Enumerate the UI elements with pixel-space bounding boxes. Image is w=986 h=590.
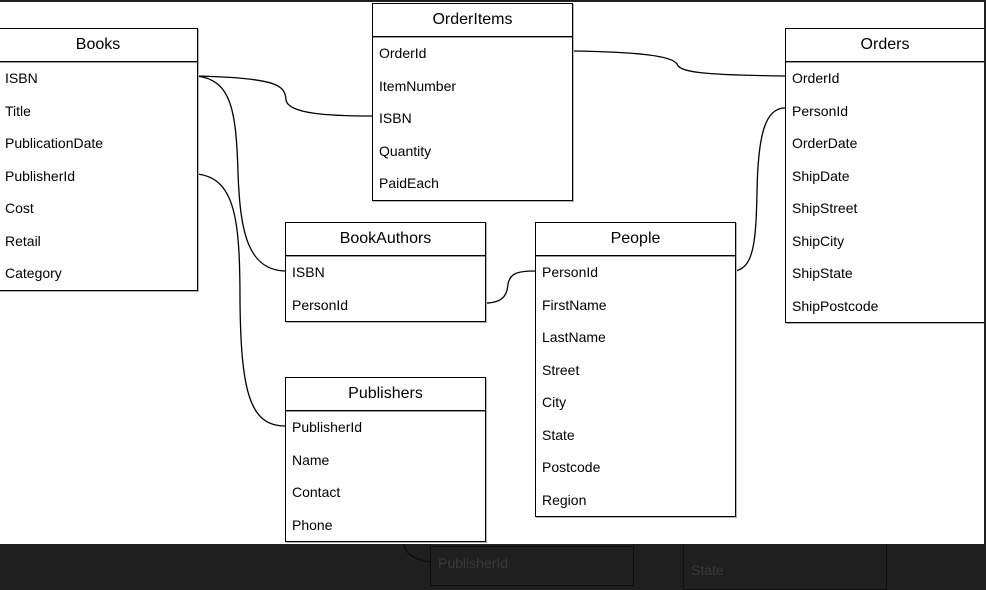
field-isbn[interactable]: ISBN: [5, 70, 38, 86]
field-personid[interactable]: PersonId: [792, 102, 849, 119]
entity-publishers[interactable]: Publishers PublisherId Name Contact Phon…: [285, 377, 486, 542]
field-isbn[interactable]: ISBN: [292, 264, 325, 280]
entity-orders[interactable]: Orders OrderId PersonId OrderDate ShipDa…: [785, 28, 984, 323]
field-firstname[interactable]: FirstName: [542, 296, 607, 313]
connector-orderitems-orderid-orders-orderid[interactable]: [571, 50, 786, 77]
connector-bookauthors-personid-people-personid[interactable]: [484, 270, 536, 304]
connector-people-personid-orders-personid[interactable]: [734, 107, 786, 272]
entity-title[interactable]: Books: [0, 29, 197, 62]
field-shippostcode[interactable]: ShipPostcode: [792, 297, 879, 314]
underlay-connector: [403, 543, 431, 563]
field-title[interactable]: Title: [5, 102, 31, 119]
field-state[interactable]: State: [542, 426, 575, 443]
field-itemnumber[interactable]: ItemNumber: [379, 77, 457, 94]
field-category[interactable]: Category: [5, 265, 62, 281]
entity-title[interactable]: Orders: [786, 29, 984, 62]
field-cost[interactable]: Cost: [5, 200, 34, 216]
field-orderid[interactable]: OrderId: [792, 70, 840, 86]
field-personid[interactable]: PersonId: [292, 296, 349, 313]
field-orderdate[interactable]: OrderDate: [792, 135, 858, 151]
field-postcode[interactable]: Postcode: [542, 459, 601, 475]
field-phone[interactable]: Phone: [292, 516, 333, 533]
field-region[interactable]: Region: [542, 491, 587, 508]
field-city[interactable]: City: [542, 394, 567, 410]
entity-title[interactable]: People: [536, 223, 735, 256]
entity-title[interactable]: Publishers: [286, 378, 485, 411]
entity-bookauthors[interactable]: BookAuthors ISBN PersonId: [285, 222, 486, 322]
entity-people[interactable]: People PersonId FirstName LastName Stree…: [535, 222, 736, 517]
field-shipcity[interactable]: ShipCity: [792, 232, 845, 249]
field-contact[interactable]: Contact: [292, 484, 341, 500]
connector-books-isbn-bookauthors-isbn[interactable]: [196, 75, 286, 272]
field-publisherid[interactable]: PublisherId: [5, 167, 76, 184]
field-paideach[interactable]: PaidEach: [379, 175, 439, 191]
field-name[interactable]: Name: [292, 451, 330, 468]
field-lastname[interactable]: LastName: [542, 329, 606, 345]
entity-books[interactable]: Books ISBN Title PublicationDate Publish…: [0, 28, 198, 291]
field-personid[interactable]: PersonId: [542, 264, 599, 280]
field-retail[interactable]: Retail: [5, 232, 41, 249]
field-isbn[interactable]: ISBN: [379, 110, 412, 126]
connector-books-isbn-orderitems-isbn[interactable]: [196, 75, 373, 117]
underlay-text: PublisherId: [438, 555, 509, 571]
field-shipdate[interactable]: ShipDate: [792, 167, 850, 184]
field-quantity[interactable]: Quantity: [379, 142, 432, 159]
entity-orderitems[interactable]: OrderItems OrderId ItemNumber ISBN Quant…: [372, 3, 573, 201]
entity-title[interactable]: BookAuthors: [286, 223, 485, 256]
field-publicationdate[interactable]: PublicationDate: [5, 135, 104, 151]
field-shipstate[interactable]: ShipState: [792, 265, 853, 281]
field-shipstreet[interactable]: ShipStreet: [792, 200, 858, 216]
connector-books-publisherid-publishers-publisherid[interactable]: [196, 173, 286, 427]
diagram-canvas[interactable]: Books ISBN Title PublicationDate Publish…: [0, 2, 984, 544]
field-street[interactable]: Street: [542, 361, 580, 378]
entity-title[interactable]: OrderItems: [373, 4, 572, 37]
field-orderid[interactable]: OrderId: [379, 45, 427, 61]
field-publisherid[interactable]: PublisherId: [292, 419, 363, 435]
